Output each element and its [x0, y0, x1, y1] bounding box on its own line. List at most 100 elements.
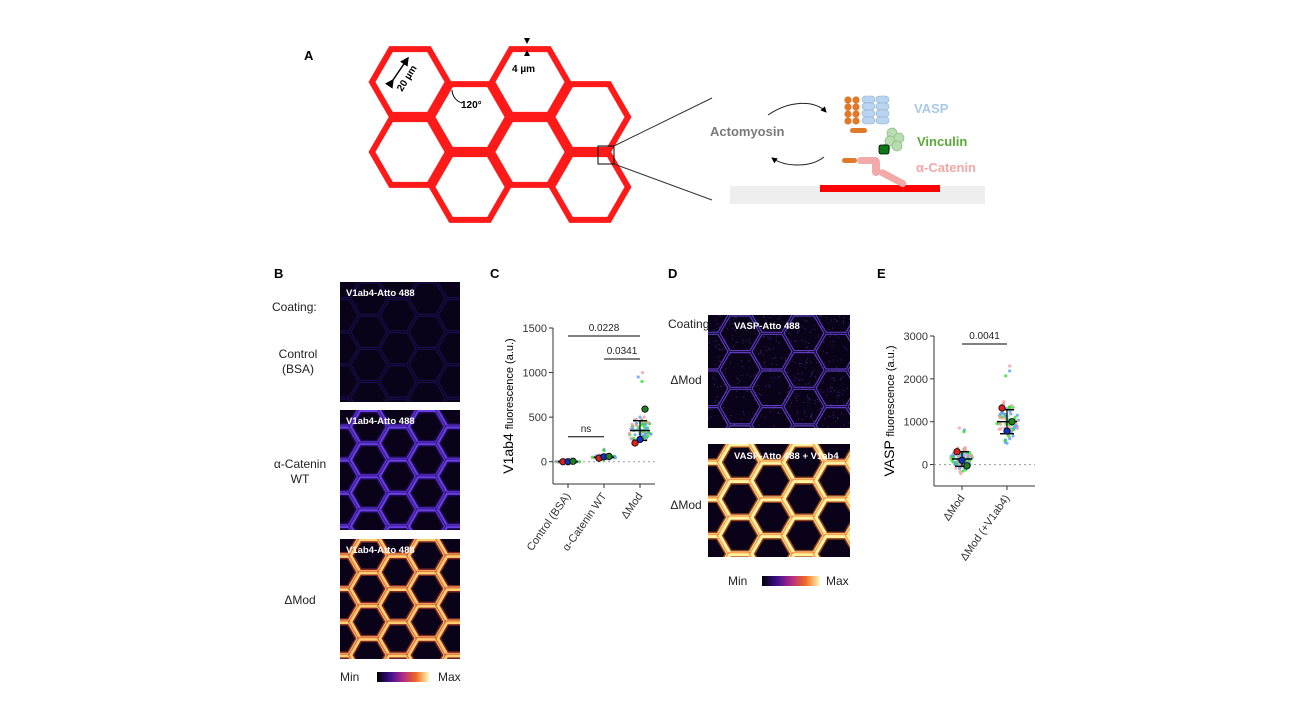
- hexagon-signal: [720, 279, 760, 314]
- data-point: [954, 466, 958, 470]
- hexagon-signal: [293, 316, 329, 347]
- data-point: [1012, 426, 1016, 430]
- hexagon-signal: [708, 370, 729, 407]
- legend-vasp: VASP: [914, 101, 949, 116]
- hexagon-signal: [719, 352, 761, 388]
- hexagon-signal: [350, 282, 388, 315]
- vasp-unit: [844, 110, 852, 118]
- vasp-unit: [852, 110, 860, 118]
- hexagon-signal: [656, 555, 696, 590]
- data-point: [629, 436, 633, 440]
- hexagon-signal: [437, 332, 460, 365]
- hexagon-signal: [846, 529, 850, 543]
- hexagon-signal: [815, 370, 850, 407]
- hexagon-signal: [293, 511, 329, 542]
- data-point: [640, 370, 645, 375]
- hexagon-signal: [656, 445, 696, 480]
- vinculin-binding-site: [878, 144, 890, 155]
- data-point: [999, 412, 1003, 416]
- hexagon-signal: [408, 348, 446, 381]
- data-point: [1003, 438, 1007, 443]
- y-tick-label: 1000: [523, 368, 547, 380]
- hexagon-signal: [386, 398, 410, 402]
- hexagon-signal: [293, 250, 329, 281]
- data-point: [640, 379, 644, 384]
- replicate-mean: [953, 448, 961, 456]
- hexagon-signal: [340, 365, 359, 398]
- panel-b-label: B: [274, 266, 283, 281]
- hexagon: [488, 46, 572, 118]
- hexagon-signal: [437, 365, 460, 398]
- data-point: [1007, 425, 1012, 429]
- hexagon-signal: [708, 407, 729, 428]
- y-tick-label: 0: [541, 457, 547, 469]
- hexagon-signal: [656, 389, 696, 424]
- hexagon-signal: [751, 315, 793, 333]
- colorbar-max: Max: [438, 670, 461, 684]
- hexagon-signal: [846, 455, 850, 469]
- replicate-mean: [963, 462, 971, 470]
- cycle-arrow-bottom: [771, 156, 825, 166]
- hexagon-signal: [656, 279, 696, 314]
- data-point: [632, 436, 636, 441]
- colorbar-min: Min: [340, 670, 359, 684]
- hexagon-signal: [379, 299, 417, 332]
- x-tick-label: ΔMod: [941, 493, 967, 523]
- vasp-unit: [875, 109, 890, 118]
- data-point: [1004, 374, 1008, 378]
- hexagon-signal: [847, 401, 850, 412]
- data-point: [613, 455, 617, 460]
- zoom-box: [597, 145, 615, 165]
- hexagon-signal: [719, 388, 761, 425]
- vasp-unit: [852, 103, 860, 111]
- data-point: [958, 466, 962, 470]
- significance-label: ns: [581, 424, 592, 435]
- coating-label-b: Coating:: [272, 300, 317, 314]
- data-point: [962, 430, 966, 434]
- hexagon-signal: [815, 315, 850, 333]
- vasp-unit: [861, 102, 876, 111]
- data-point: [998, 415, 1002, 419]
- width-dimension-arrow: [385, 56, 409, 89]
- micrograph-dmod: [293, 539, 460, 659]
- hexagon-signal: [350, 382, 388, 402]
- hexagon-signal: [385, 654, 411, 659]
- data-point: [1007, 406, 1012, 410]
- hexagon-signal: [340, 299, 359, 332]
- data-point: [638, 415, 642, 419]
- hexagon-signal: [656, 426, 696, 461]
- angle-arc: [451, 89, 463, 104]
- hexagon-signal: [708, 315, 729, 333]
- legend-vinculin: Vinculin: [917, 134, 967, 149]
- hexagon: [368, 116, 452, 188]
- vasp-unit: [861, 116, 876, 125]
- data-point: [630, 422, 634, 426]
- vasp-unit: [852, 96, 860, 104]
- vasp-unit: [861, 95, 876, 104]
- width-dimension-label: 20 µm: [395, 63, 420, 93]
- y-tick-label: 0: [922, 460, 928, 472]
- data-point: [1015, 426, 1019, 431]
- hexagon-signal: [752, 261, 792, 296]
- colorbar: [762, 576, 820, 586]
- data-point: [591, 455, 595, 460]
- data-point: [649, 432, 653, 436]
- hexagon-signal: [728, 425, 752, 428]
- panel-d-label: D: [668, 266, 677, 281]
- image-title: V1ab4-Atto 488: [346, 288, 415, 299]
- hexagon-signal: [409, 250, 445, 281]
- hexagon-signal: [293, 606, 329, 637]
- data-point: [1008, 364, 1012, 368]
- hexagon: [548, 151, 632, 223]
- hexagon-signal: [436, 588, 460, 623]
- significance-label: 0.0041: [969, 331, 1000, 342]
- hexagon-signal: [408, 382, 446, 402]
- hexagon-signal: [293, 416, 329, 447]
- replicate-mean: [641, 405, 649, 413]
- data-point: [1005, 441, 1009, 445]
- hexagon-signal: [340, 282, 359, 299]
- vasp-unit: [844, 103, 852, 111]
- hexagon-signal: [350, 348, 388, 381]
- replicate-mean: [569, 457, 577, 465]
